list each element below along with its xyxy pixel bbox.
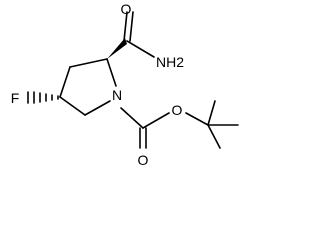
bond-amide-co-2 — [129, 11, 134, 42]
bond-n-carbonyl — [120, 107, 144, 129]
atom-label-amine: NH2 — [156, 54, 184, 70]
boc-group — [120, 100, 239, 149]
bond-amide-cn — [126, 40, 155, 58]
bond-c-o-ester — [142, 112, 170, 129]
bond-ring-c4-c3 — [59, 66, 71, 98]
bond-ring-c5-c4 — [59, 96, 86, 116]
bond-methyl-top — [207, 100, 216, 126]
bond-ring-top — [69, 58, 108, 68]
amide-group — [123, 11, 155, 58]
chemical-structure: O NH2 F N O O — [11, 1, 239, 168]
atom-label-amide-oxygen: O — [121, 1, 132, 17]
bond-ring-c2-n — [106, 58, 117, 87]
bond-ring-n-c5 — [84, 100, 111, 116]
stereo-hash-bond — [27, 91, 59, 104]
bond-amide-co-1 — [123, 11, 128, 42]
atom-label-fluorine: F — [11, 90, 20, 106]
atom-label-ester-oxygen: O — [172, 102, 183, 118]
atom-label-ring-nitrogen: N — [112, 87, 122, 103]
atom-label-carbonyl-oxygen: O — [138, 152, 149, 168]
pyrrolidine-ring — [59, 58, 117, 116]
bond-methyl-bottom — [207, 124, 221, 149]
bond-o-ctert — [185, 112, 209, 126]
stereo-wedge-bond — [107, 38, 127, 59]
